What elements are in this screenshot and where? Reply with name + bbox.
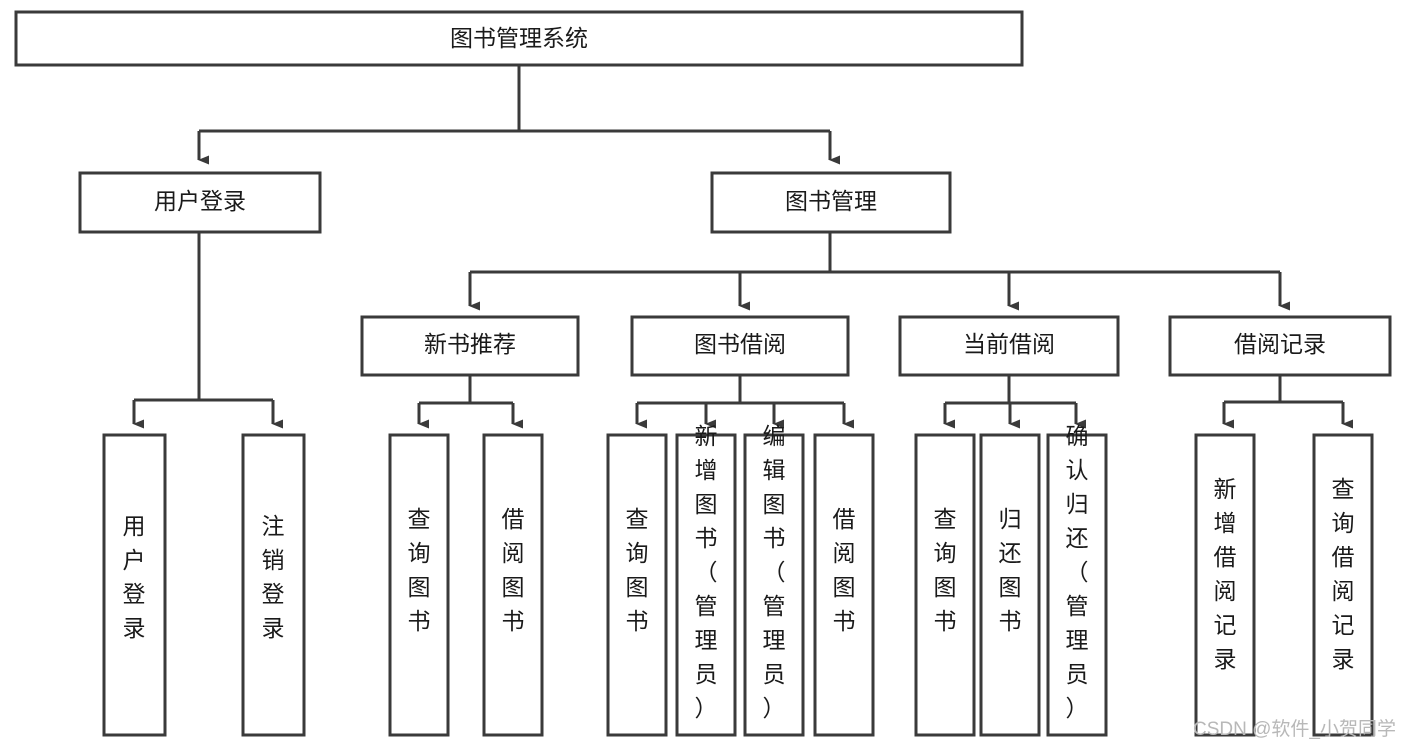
leaf-node-edit-book-admin-label: 编辑图书（管理员） — [763, 423, 786, 721]
leaf-node-query-borrow-record[interactable]: 查询借阅记录 — [1312, 433, 1374, 737]
node-borrow-record[interactable]: 借阅记录 — [1168, 315, 1392, 377]
node-user-login-box[interactable] — [78, 171, 322, 234]
node-new-book-recommend-label: 新书推荐 — [424, 331, 516, 357]
leaf-node-query-borrow-record-box[interactable] — [1312, 433, 1374, 737]
leaf-node-add-borrow-record[interactable]: 新增借阅记录 — [1194, 433, 1256, 737]
leaf-node-return-book-box[interactable] — [979, 433, 1041, 737]
leaf-node-borrow-book-borrow[interactable]: 借阅图书 — [813, 433, 875, 737]
node-book-borrow-box[interactable] — [630, 315, 850, 377]
leaf-node-confirm-return-admin-label: 确认归还（管理员） — [1066, 423, 1089, 721]
connector-group — [132, 65, 1353, 429]
node-root-system[interactable]: 图书管理系统 — [14, 10, 1024, 67]
leaf-node-query-book-new-label: 查询图书 — [408, 506, 431, 634]
leaf-node-confirm-return-admin-box[interactable] — [1046, 433, 1108, 737]
node-root-system-label: 图书管理系统 — [450, 25, 588, 51]
leaf-node-query-book-current[interactable]: 查询图书 — [914, 433, 976, 737]
node-book-borrow[interactable]: 图书借阅 — [630, 315, 850, 377]
leaf-node-query-book-new[interactable]: 查询图书 — [388, 433, 450, 737]
leaf-node-edit-book-admin-box[interactable] — [743, 433, 805, 737]
leaf-node-logout-label: 注销登录 — [262, 513, 285, 641]
node-current-borrow-box[interactable] — [898, 315, 1120, 377]
node-current-borrow-label: 当前借阅 — [963, 331, 1055, 357]
leaf-node-logout[interactable]: 注销登录 — [241, 433, 306, 737]
leaf-node-add-book-admin-box[interactable] — [675, 433, 737, 737]
leaf-node-query-book-borrow-label: 查询图书 — [626, 506, 649, 634]
node-new-book-recommend[interactable]: 新书推荐 — [360, 315, 580, 377]
leaf-node-borrow-book-new-label: 借阅图书 — [502, 506, 525, 634]
node-borrow-record-box[interactable] — [1168, 315, 1392, 377]
node-root-system-box[interactable] — [14, 10, 1024, 67]
node-new-book-recommend-box[interactable] — [360, 315, 580, 377]
node-book-management[interactable]: 图书管理 — [710, 171, 952, 234]
leaf-node-query-book-borrow-box[interactable] — [606, 433, 668, 737]
node-book-management-box[interactable] — [710, 171, 952, 234]
csdn-watermark: CSDN @软件_小贺同学 — [1193, 718, 1396, 740]
leaf-node-user-login-label: 用户登录 — [123, 513, 146, 641]
leaf-node-query-book-current-box[interactable] — [914, 433, 976, 737]
leaf-node-borrow-book-new-box[interactable] — [482, 433, 544, 737]
leaf-node-query-book-borrow[interactable]: 查询图书 — [606, 433, 668, 737]
node-user-login-label: 用户登录 — [154, 188, 246, 214]
leaf-node-add-book-admin[interactable]: 新增图书（管理员） — [675, 423, 737, 737]
leaf-node-return-book-label: 归还图书 — [999, 506, 1022, 634]
leaf-node-logout-box[interactable] — [241, 433, 306, 737]
leaf-node-borrow-book-new[interactable]: 借阅图书 — [482, 433, 544, 737]
leaf-node-user-login-box[interactable] — [102, 433, 167, 737]
leaf-node-confirm-return-admin[interactable]: 确认归还（管理员） — [1046, 423, 1108, 737]
node-book-borrow-label: 图书借阅 — [694, 331, 786, 357]
leaf-node-query-book-current-label: 查询图书 — [934, 506, 957, 634]
leaf-node-return-book[interactable]: 归还图书 — [979, 433, 1041, 737]
node-borrow-record-label: 借阅记录 — [1234, 331, 1326, 357]
node-user-login[interactable]: 用户登录 — [78, 171, 322, 234]
leaf-node-add-book-admin-label: 新增图书（管理员） — [695, 423, 718, 721]
leaf-node-borrow-book-borrow-box[interactable] — [813, 433, 875, 737]
leaf-node-query-borrow-record-label: 查询借阅记录 — [1332, 476, 1355, 672]
node-book-management-label: 图书管理 — [785, 188, 877, 214]
leaf-node-query-book-new-box[interactable] — [388, 433, 450, 737]
leaf-node-add-borrow-record-box[interactable] — [1194, 433, 1256, 737]
leaf-node-edit-book-admin[interactable]: 编辑图书（管理员） — [743, 423, 805, 737]
leaf-node-user-login[interactable]: 用户登录 — [102, 433, 167, 737]
leaf-node-borrow-book-borrow-label: 借阅图书 — [833, 506, 856, 634]
leaf-node-add-borrow-record-label: 新增借阅记录 — [1214, 476, 1237, 672]
node-current-borrow[interactable]: 当前借阅 — [898, 315, 1120, 377]
